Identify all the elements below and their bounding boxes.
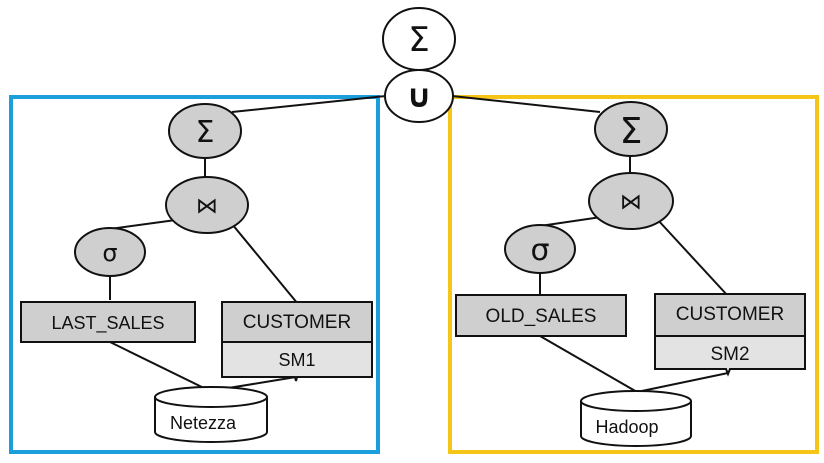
right-table-customer: CUSTOMER <box>654 293 806 337</box>
left-aggregate-symbol: Σ <box>196 115 215 150</box>
hadoop-region-frame <box>448 95 819 454</box>
right-join-node: ⋈ <box>588 172 674 230</box>
right-schema-mapping: SM2 <box>654 335 806 377</box>
netezza-label: Netezza <box>170 413 237 433</box>
left-join-symbol: ⋈ <box>196 194 218 219</box>
left-table-last-sales-label: LAST_SALES <box>51 313 164 334</box>
union-node: ∪ <box>384 69 454 123</box>
right-join-symbol: ⋈ <box>620 190 642 215</box>
right-schema-label: SM2 <box>710 344 749 365</box>
left-aggregate-node: Σ <box>168 103 242 159</box>
left-table-customer-label: CUSTOMER <box>243 312 351 333</box>
right-aggregate-symbol: Σ <box>620 111 643 152</box>
top-aggregate-symbol: Σ <box>408 20 429 60</box>
left-join-node: ⋈ <box>165 176 249 234</box>
edges <box>109 70 729 393</box>
hadoop-label: Hadoop <box>595 417 658 437</box>
right-aggregate-node: Σ <box>594 101 668 157</box>
left-schema-label: SM1 <box>278 350 315 370</box>
left-schema-mapping: SM1 <box>221 341 373 382</box>
right-select-node: σ <box>504 224 576 274</box>
netezza-region-frame <box>9 95 380 454</box>
top-aggregate-node: Σ <box>382 7 456 71</box>
right-select-symbol: σ <box>530 233 549 268</box>
left-table-last-sales: LAST_SALES <box>20 301 196 343</box>
right-table-customer-label: CUSTOMER <box>676 304 784 325</box>
left-table-customer: CUSTOMER <box>221 301 373 343</box>
left-select-node: σ <box>74 227 146 277</box>
left-select-symbol: σ <box>102 239 117 267</box>
right-table-old-sales-label: OLD_SALES <box>486 306 597 327</box>
netezza-database: Netezza <box>154 386 268 443</box>
hadoop-database: Hadoop <box>580 390 692 447</box>
union-symbol: ∪ <box>406 77 432 115</box>
right-table-old-sales: OLD_SALES <box>455 294 627 337</box>
